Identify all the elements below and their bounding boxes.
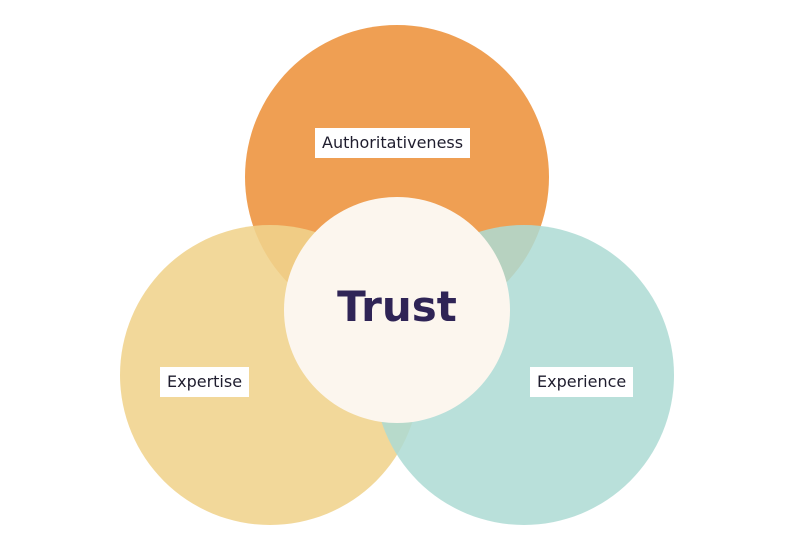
authoritativeness-label: Authoritativeness xyxy=(315,128,471,158)
trust-center-circle xyxy=(284,197,510,423)
expertise-label: Expertise xyxy=(160,367,250,397)
trust-label: Trust xyxy=(337,282,457,331)
experience-label: Experience xyxy=(530,367,634,397)
